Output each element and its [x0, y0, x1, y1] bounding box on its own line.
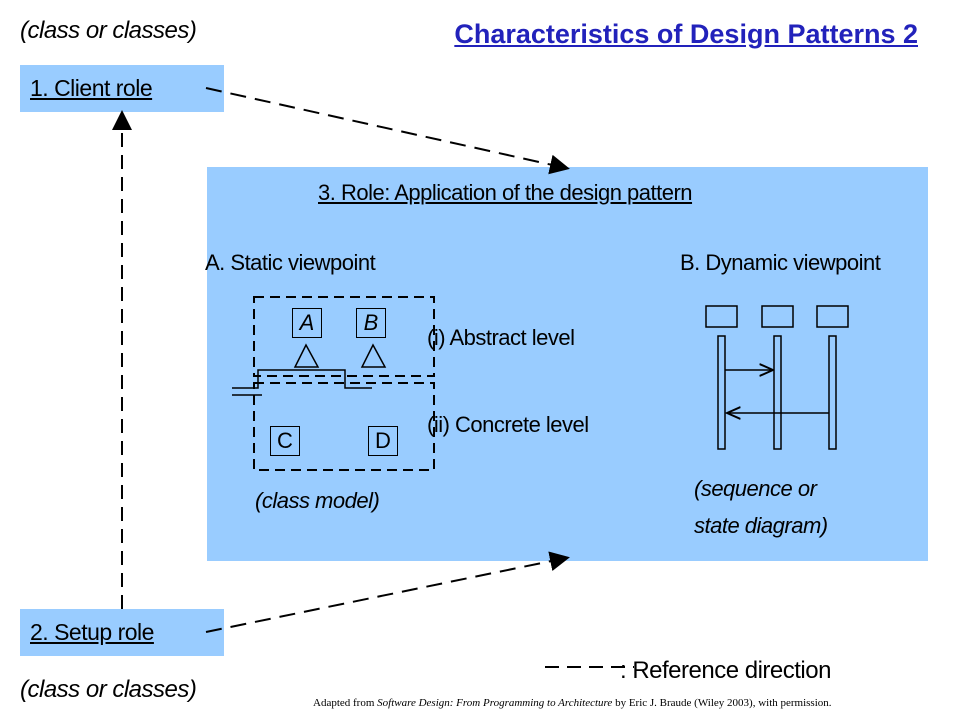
concrete-level-group: [253, 382, 435, 471]
setup-role-label: 2. Setup role: [30, 619, 154, 645]
class-box-a: A: [292, 308, 322, 338]
client-role-label: 1. Client role: [30, 75, 153, 101]
sequence-lifeline-2: [773, 335, 782, 450]
concrete-level-label: (ii) Concrete level: [427, 412, 589, 437]
credit-prefix: Adapted from: [313, 697, 378, 709]
setup-role-box: 2. Setup role: [20, 609, 224, 656]
reference-direction-label: : Reference direction: [620, 657, 831, 684]
static-viewpoint-label: A. Static viewpoint: [205, 250, 376, 275]
sequence-object-3: [816, 305, 849, 328]
class-model-note: (class model): [255, 488, 380, 513]
class-box-d: D: [368, 426, 398, 456]
sequence-lifeline-3: [828, 335, 837, 450]
class-box-c: C: [270, 426, 300, 456]
credit-book: Software Design: From Programming to Arc…: [377, 697, 613, 709]
application-title: 3. Role: Application of the design patte…: [318, 180, 693, 205]
sequence-note-line2: state diagram): [694, 513, 828, 538]
class-box-b: B: [356, 308, 386, 338]
setup-to-application-arrow: [205, 551, 570, 633]
inheritance-triangle-a: [293, 343, 320, 368]
page-title: Characteristics of Design Patterns 2: [454, 19, 918, 49]
client-role-note: (class or classes): [20, 17, 197, 44]
sequence-note-line1: (sequence or: [694, 476, 817, 501]
sequence-object-1: [705, 305, 738, 328]
client-role-box: 1. Client role: [20, 65, 224, 112]
class-connector: [232, 369, 372, 389]
application-panel: [207, 167, 928, 561]
credit-suffix: by Eric J. Braude (Wiley 2003), with per…: [612, 697, 832, 709]
credit-line: Adapted from Software Design: From Progr…: [313, 697, 832, 709]
abstract-level-group: [253, 296, 435, 377]
abstract-level-label: (i) Abstract level: [427, 325, 575, 350]
dynamic-viewpoint-label: B. Dynamic viewpoint: [680, 250, 881, 275]
setup-role-note: (class or classes): [20, 676, 197, 703]
inheritance-triangle-b: [360, 343, 387, 368]
sequence-object-2: [761, 305, 794, 328]
sequence-lifeline-1: [717, 335, 726, 450]
client-to-application-arrow: [205, 87, 570, 175]
